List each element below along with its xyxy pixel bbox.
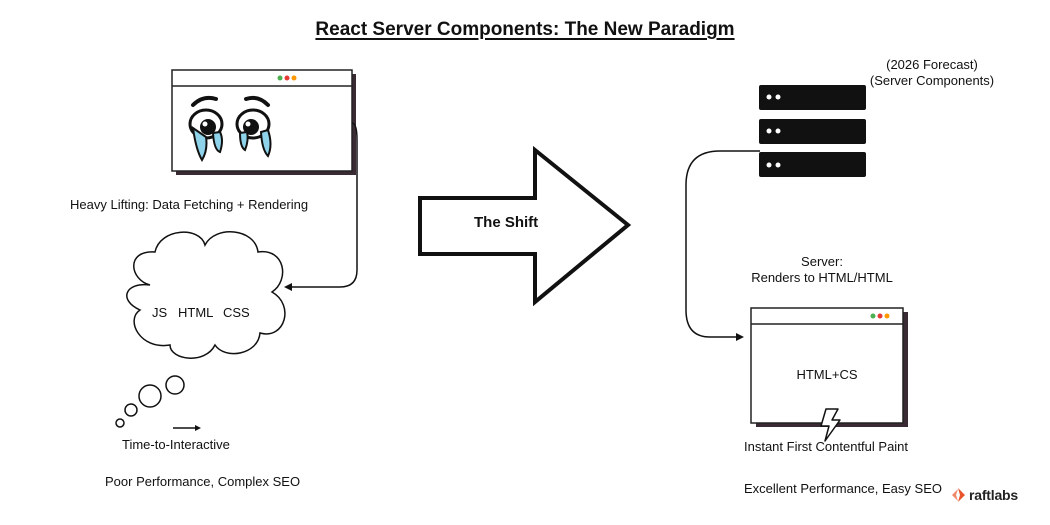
connector-server-to-window: [685, 150, 760, 338]
window-dot-orange-icon: [884, 313, 890, 319]
brand-name: raftlabs: [969, 487, 1018, 503]
left-caption: Heavy Lifting: Data Fetching + Rendering: [70, 197, 309, 212]
thought-bubble-small: [124, 403, 138, 417]
raftlabs-logo-icon: [952, 488, 965, 502]
crying-face-icon: [188, 95, 272, 162]
server-label-line1: Server:: [801, 254, 843, 269]
cloud-js-label: JS: [152, 305, 168, 320]
server-rendered-window: [750, 307, 908, 427]
window-dot-red-icon: [877, 313, 883, 319]
tti-label: Time-to-Interactive: [122, 437, 230, 452]
shift-arrow: [418, 145, 632, 307]
server-stack-icon: [759, 85, 866, 177]
cloud-html-label: HTML: [178, 305, 214, 320]
fcp-label: Instant First Contentful Paint: [744, 439, 909, 454]
tti-arrow-head: [195, 425, 201, 431]
thought-cloud: [115, 231, 286, 428]
page-title: React Server Components: The New Paradig…: [315, 19, 735, 40]
client-browser-window: [171, 69, 356, 175]
cloud-css-label: CSS: [223, 305, 250, 320]
window-dot-red-icon: [284, 75, 290, 81]
right-summary: Excellent Performance, Easy SEO: [744, 481, 942, 496]
brand-logo: raftlabs: [952, 487, 1018, 503]
server-components-label: (Server Components): [869, 73, 995, 88]
thought-bubble-large: [165, 375, 185, 395]
shift-label: The Shift: [474, 214, 539, 231]
lightning-bolt-icon: [820, 408, 841, 442]
left-summary: Poor Performance, Complex SEO: [105, 474, 301, 489]
connector-window-to-cloud: [290, 122, 358, 288]
thought-bubble-medium: [138, 384, 162, 408]
server-label-line2: Renders to HTML/HTML: [751, 270, 893, 285]
window-dot-orange-icon: [291, 75, 297, 81]
forecast-label: (2026 Forecast): [886, 57, 978, 72]
window-dot-green-icon: [277, 75, 283, 81]
window-dot-green-icon: [870, 313, 876, 319]
thought-bubble-tiny: [115, 418, 125, 428]
browser-content-label: HTML+CS: [796, 367, 858, 382]
